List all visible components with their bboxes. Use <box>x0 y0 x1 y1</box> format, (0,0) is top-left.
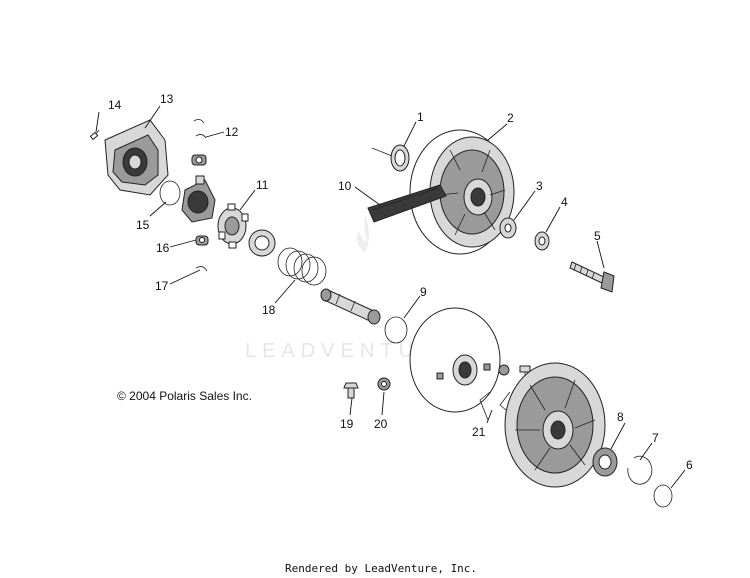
part-18-spring <box>277 247 327 286</box>
footer-credit: Rendered by LeadVenture, Inc. <box>285 562 477 575</box>
part-1-bushing <box>371 144 410 172</box>
part-9-oring <box>384 316 408 344</box>
callout-9: 9 <box>420 285 427 299</box>
part-5-bolt <box>569 261 615 293</box>
watermark-text: LEADVENTURE <box>245 340 459 362</box>
callout-numbers: 14 13 12 15 16 17 11 18 1 2 10 3 4 5 9 1… <box>108 92 693 472</box>
callout-16: 16 <box>156 241 170 255</box>
part-15-ring <box>159 180 181 206</box>
part-13-cover <box>104 119 169 196</box>
part-19-pin <box>343 382 359 399</box>
callout-20: 20 <box>374 417 388 431</box>
callout-11: 11 <box>256 178 269 192</box>
callout-3: 3 <box>536 179 543 193</box>
copyright-text: © 2004 Polaris Sales Inc. <box>117 389 252 403</box>
part-2-stationary-sheave <box>409 129 515 255</box>
part-3-washer <box>499 217 517 239</box>
callout-4: 4 <box>561 195 568 209</box>
watermark: LEADVENTURE <box>245 215 459 362</box>
part-4-washer <box>534 231 550 251</box>
part-14-pin <box>89 129 100 141</box>
part-11-spider <box>217 203 249 249</box>
part-10-belt <box>367 184 447 223</box>
callout-19: 19 <box>340 417 354 431</box>
callout-8: 8 <box>617 410 624 424</box>
part-shaft <box>320 288 381 325</box>
callout-1: 1 <box>417 110 424 124</box>
part-17-clip <box>195 266 208 272</box>
callout-12: 12 <box>225 125 239 139</box>
leader-lines <box>95 105 686 489</box>
callout-15: 15 <box>136 218 150 232</box>
callout-10: 10 <box>338 179 352 193</box>
part-moveable-sheave <box>409 307 501 413</box>
callout-6: 6 <box>686 458 693 472</box>
part-7-snap-ring <box>627 455 653 485</box>
callout-18: 18 <box>262 303 276 317</box>
callout-13: 13 <box>160 92 174 106</box>
part-6-ring <box>653 484 673 508</box>
callout-7: 7 <box>652 431 659 445</box>
callout-14: 14 <box>108 98 122 112</box>
callout-17: 17 <box>155 279 169 293</box>
callout-2: 2 <box>507 111 514 125</box>
callout-5: 5 <box>594 229 601 243</box>
part-20-nut <box>377 377 391 391</box>
part-hardware <box>498 364 531 382</box>
part-16-roller <box>195 235 209 246</box>
callout-21: 21 <box>472 425 486 439</box>
part-driven-sheave <box>504 362 606 488</box>
part-8-bearing <box>592 447 618 477</box>
part-bearing-block <box>181 175 216 223</box>
part-12-clips <box>191 119 207 166</box>
part-washer <box>248 229 276 257</box>
